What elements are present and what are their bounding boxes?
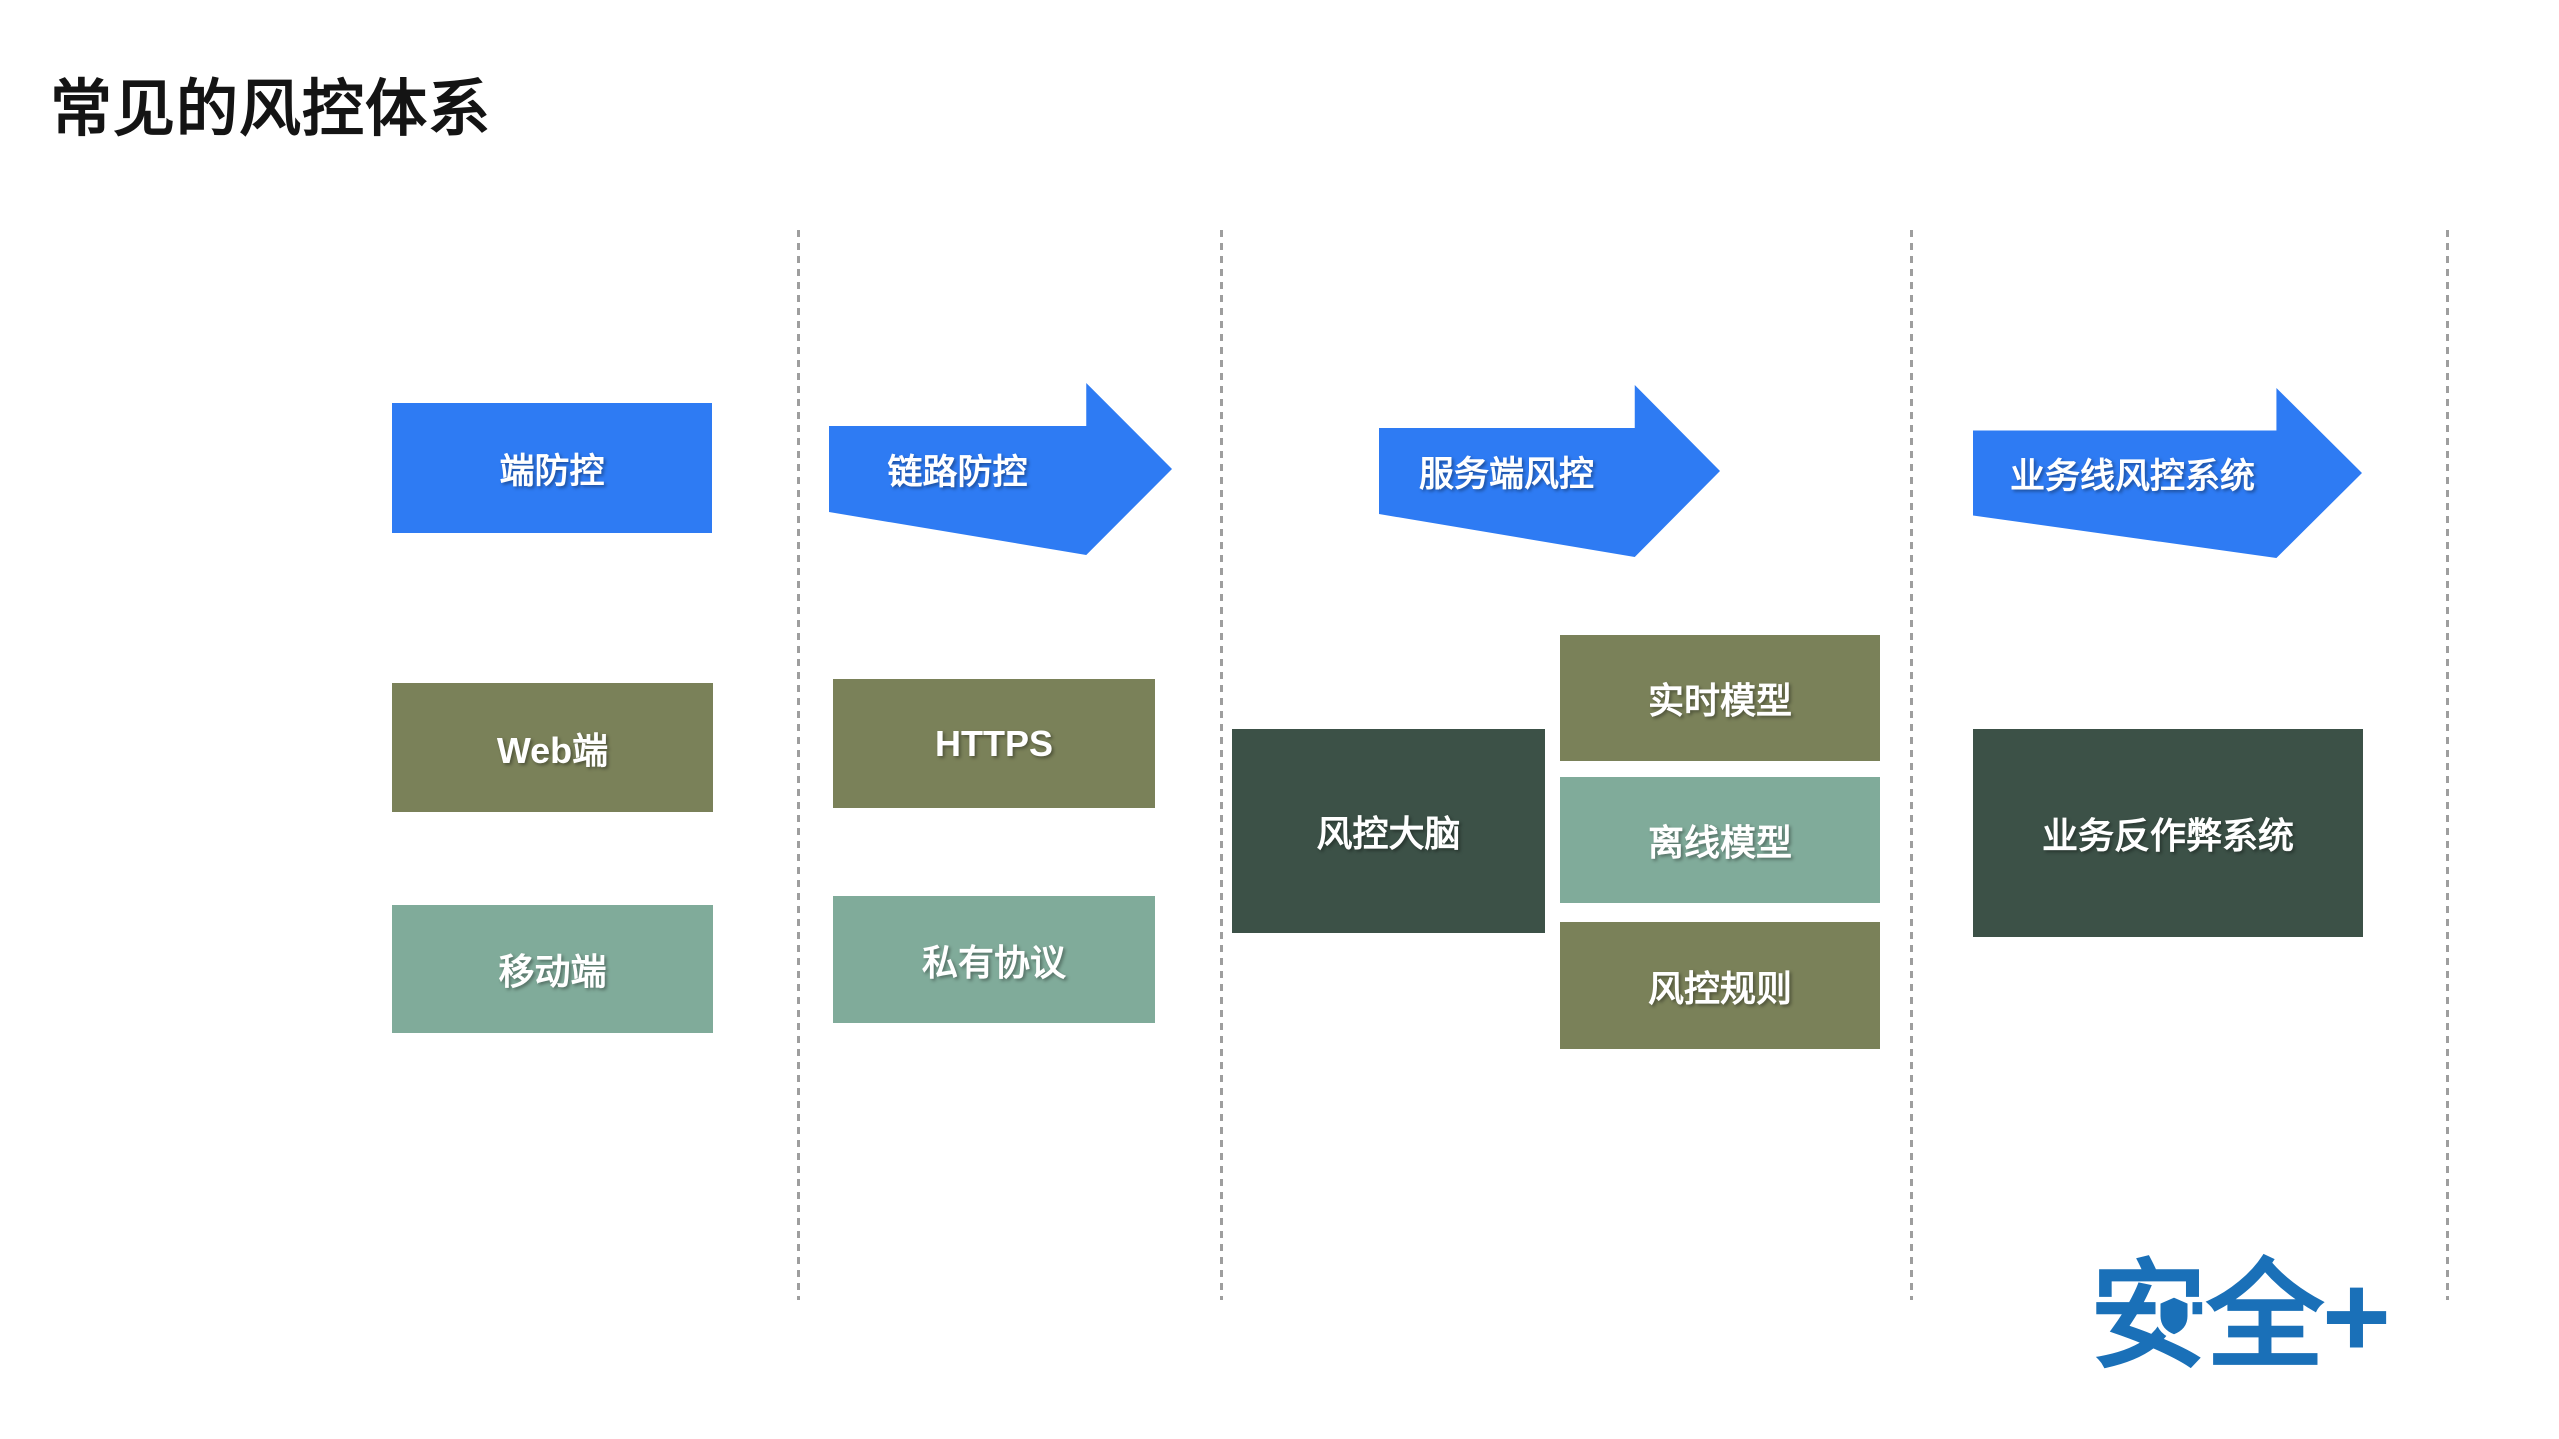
- box-label: HTTPS: [934, 722, 1053, 764]
- box-label: 私有协议: [921, 941, 1066, 983]
- column-divider-2: [1220, 230, 1223, 1300]
- box-label: 移动端: [498, 951, 607, 992]
- header-link-prevention-arrow: 链路防控: [829, 383, 1172, 555]
- header-label: 链路防控: [887, 452, 1028, 492]
- box-https: HTTPS: [833, 679, 1155, 808]
- box-label: 风控大脑: [1316, 813, 1461, 854]
- box-risk-control-brain: 风控大脑: [1232, 729, 1545, 933]
- header-endpoint-prevention: 端防控: [392, 403, 712, 533]
- box-label: 实时模型: [1647, 680, 1792, 721]
- page-title: 常见的风控体系: [50, 75, 492, 144]
- header-label: 服务端风控: [1418, 454, 1594, 494]
- column-divider-1: [797, 230, 800, 1300]
- box-mobile-client: 移动端: [392, 905, 713, 1033]
- header-label: 端防控: [499, 451, 605, 491]
- box-business-anti-cheat-system: 业务反作弊系统: [1973, 729, 2363, 937]
- box-private-protocol: 私有协议: [833, 896, 1155, 1023]
- box-label: 业务反作弊系统: [2041, 815, 2294, 856]
- box-realtime-model: 实时模型: [1560, 635, 1880, 761]
- box-web-client: Web端: [392, 683, 713, 812]
- column-divider-3: [1910, 230, 1913, 1300]
- box-label: Web端: [496, 729, 609, 771]
- box-risk-control-rules: 风控规则: [1560, 922, 1880, 1049]
- header-label: 业务线风控系统: [2009, 456, 2255, 496]
- box-label: 离线模型: [1647, 822, 1792, 863]
- header-server-risk-control-arrow: 服务端风控: [1379, 385, 1720, 557]
- header-business-line-risk-system-arrow: 业务线风控系统: [1973, 388, 2362, 558]
- shield-icon: [2155, 1292, 2193, 1340]
- column-divider-4: [2446, 230, 2449, 1300]
- box-label: 风控规则: [1647, 967, 1792, 1009]
- logo-text: 安全+: [2090, 1251, 2391, 1383]
- box-offline-model: 离线模型: [1560, 777, 1880, 903]
- security-plus-logo: 安全+: [2090, 1252, 2410, 1392]
